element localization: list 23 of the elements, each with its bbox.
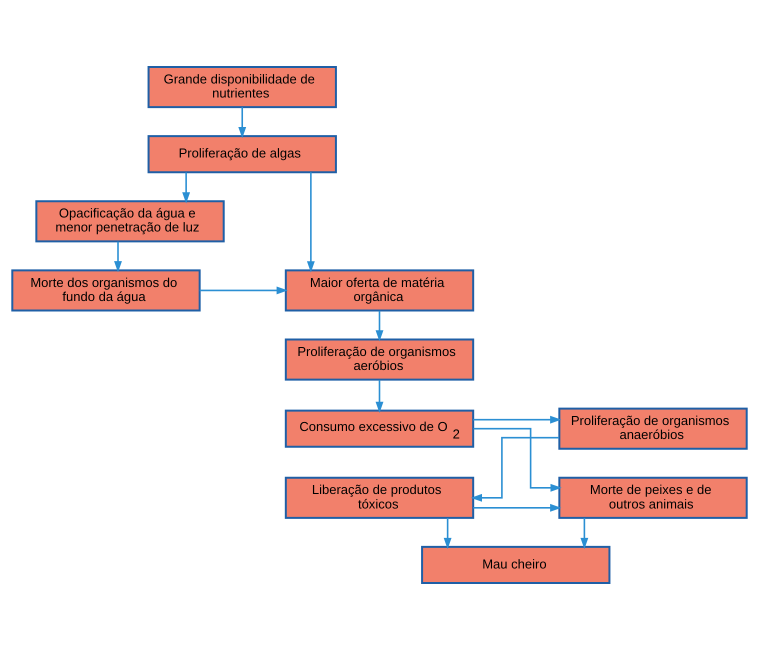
arrow — [580, 518, 588, 550]
arrow — [444, 518, 452, 550]
arrow — [376, 380, 384, 414]
node-box: Mau cheiro — [421, 546, 610, 584]
arrow — [182, 172, 190, 204]
node-box: Opacificação da água e menor penetração de luz — [35, 200, 225, 242]
node-box: Grande disponibilidade de nutrientes — [148, 66, 337, 108]
arrow — [376, 310, 384, 342]
node-box: Morte de peixes e de outros animais — [558, 476, 748, 519]
node-box: Proliferação de organismos anaeróbios — [558, 408, 748, 450]
arrow — [306, 172, 315, 272]
node-box: Proliferação de algas — [148, 135, 337, 174]
node-box: Proliferação de organismos aeróbios — [284, 338, 474, 381]
arrow — [200, 286, 288, 294]
node-box: Liberação de produtos tóxicos — [284, 476, 474, 519]
node-box: Morte dos organismos do fundo da água — [11, 269, 201, 312]
arrow — [238, 107, 246, 138]
arrow — [114, 242, 122, 272]
arrow — [473, 504, 562, 512]
node-box: Maior oferta de matéria orgânica — [284, 269, 474, 312]
arrow — [474, 428, 562, 492]
arrow — [473, 416, 562, 424]
arrow — [470, 436, 560, 502]
